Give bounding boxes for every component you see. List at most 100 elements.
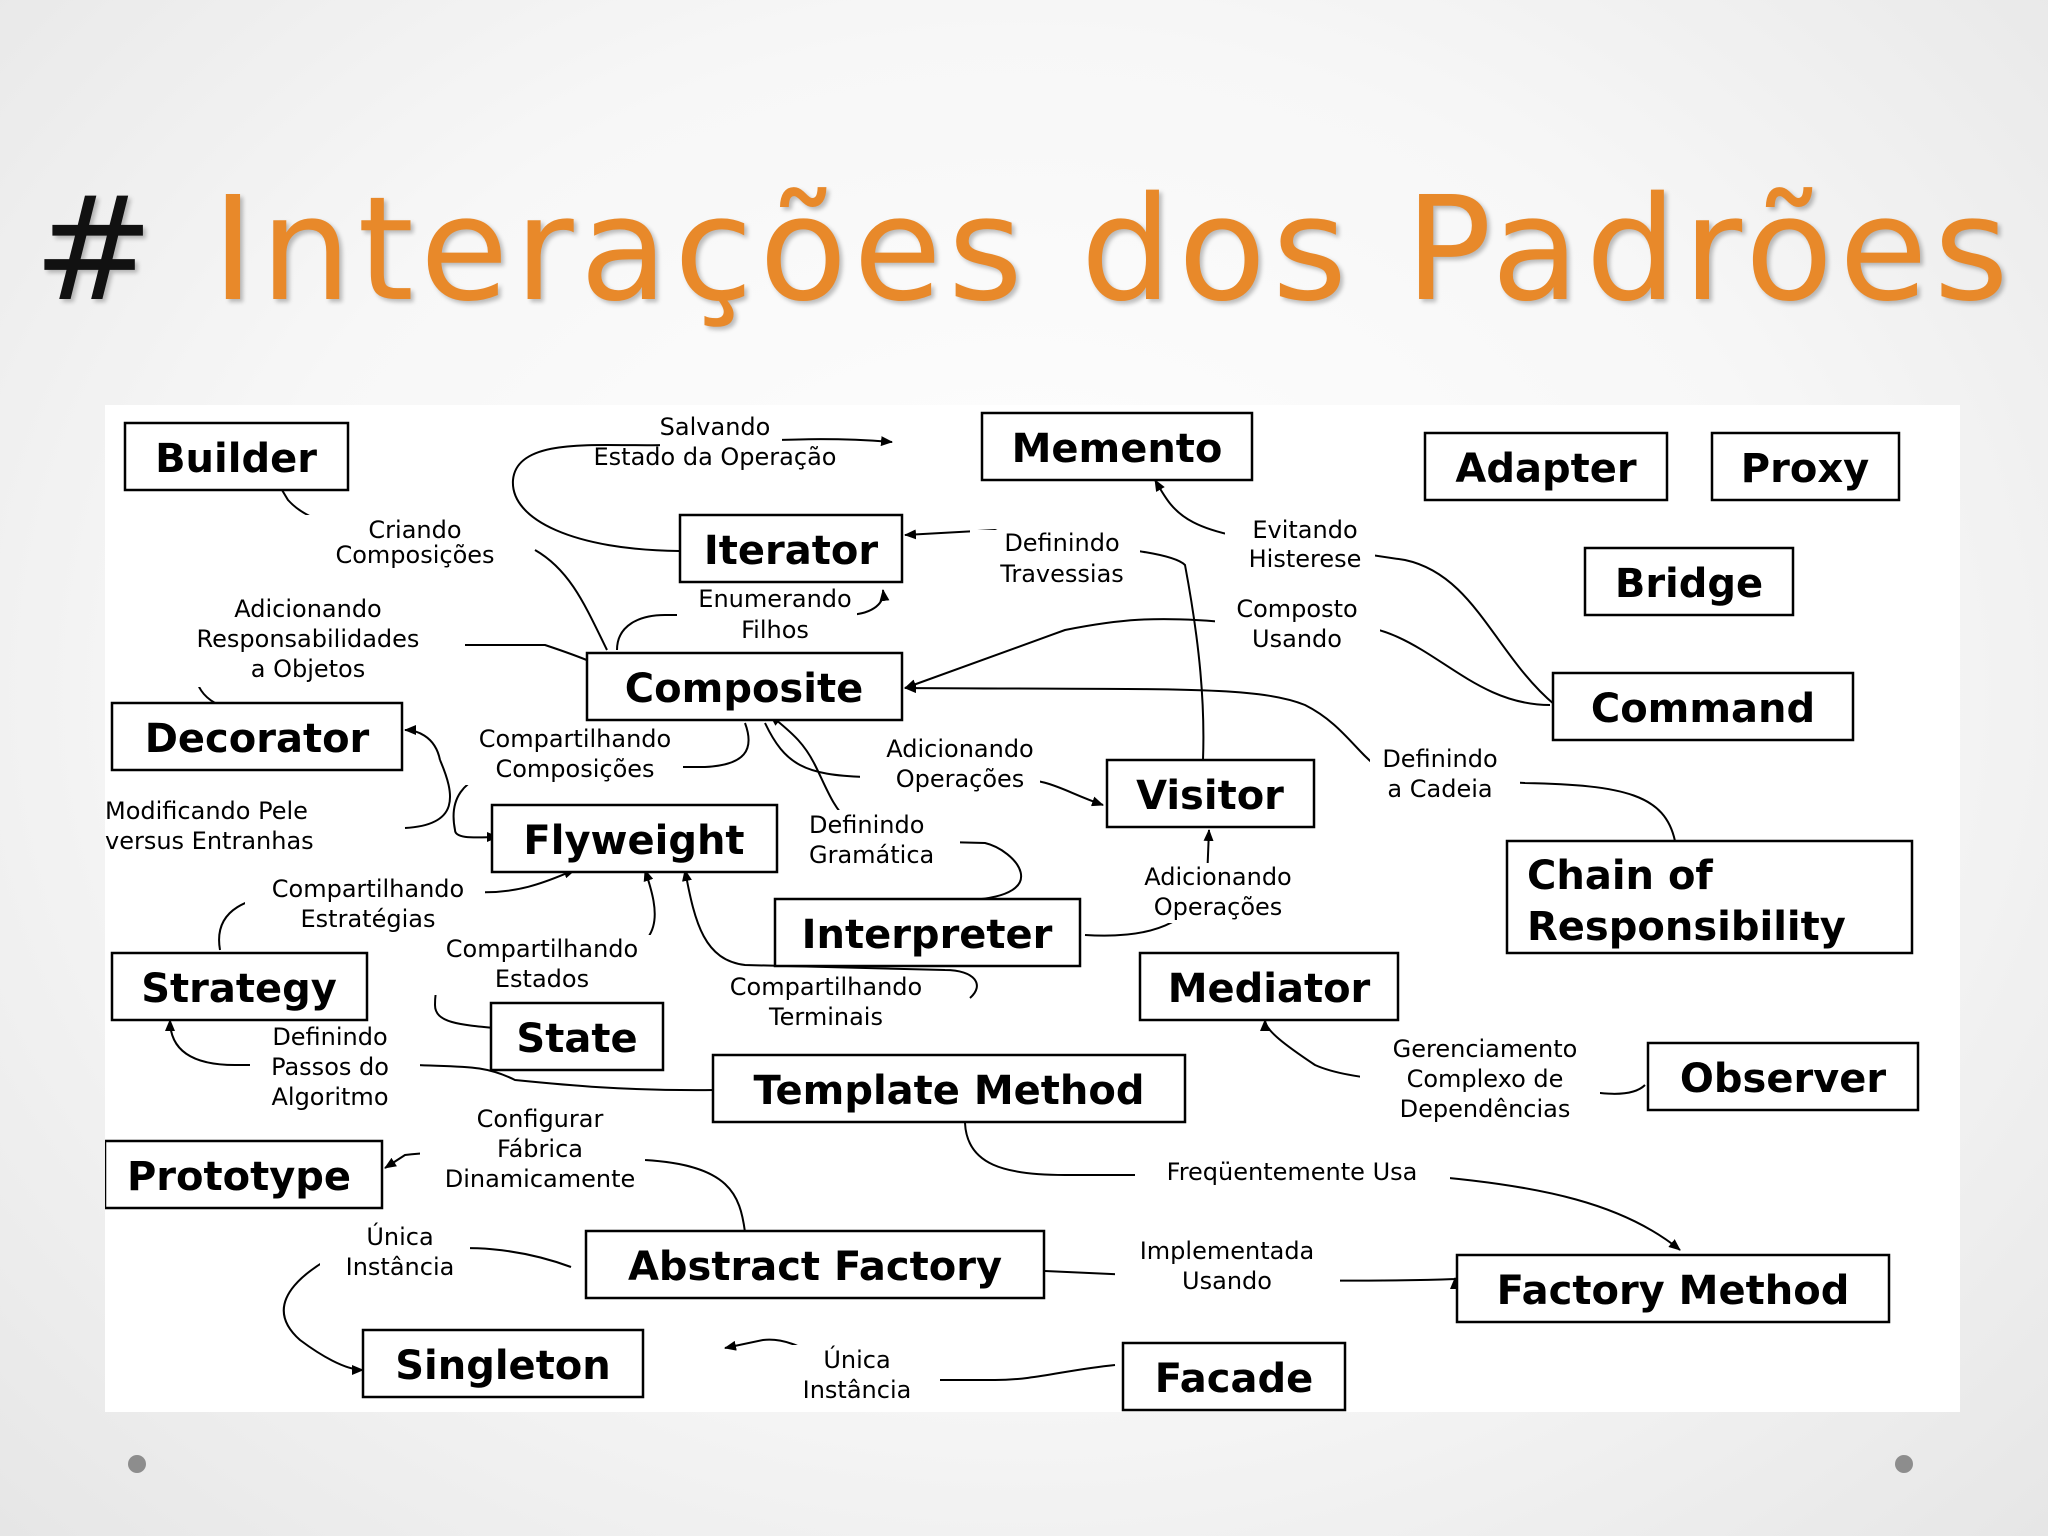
label-implementada-2: Usando xyxy=(1182,1267,1272,1295)
box-interpreter-label: Interpreter xyxy=(802,912,1053,958)
box-command-label: Command xyxy=(1591,686,1815,732)
label-gerenciamento-3: Dependências xyxy=(1400,1095,1571,1123)
box-chain-label-2: Responsibility xyxy=(1527,904,1846,950)
label-gerenciamento-2: Complexo de xyxy=(1407,1065,1564,1093)
box-proxy: Proxy xyxy=(1710,431,1901,502)
edge-iterator-memento xyxy=(511,436,893,552)
box-adapter: Adapter xyxy=(1423,431,1669,502)
edge-composite-iterator-enum xyxy=(616,589,890,651)
label-composto-1: Composto xyxy=(1236,595,1357,623)
label-definindo-trav-1: Definindo xyxy=(1004,529,1119,557)
slide-title: # Interações dos Padrões xyxy=(0,170,2048,328)
box-iterator-label: Iterator xyxy=(704,528,878,574)
edge-interpreter-flyweight xyxy=(682,869,978,999)
label-evitando-1: Evitando xyxy=(1252,516,1357,544)
box-facade-label: Facade xyxy=(1155,1356,1313,1402)
diagram-canvas: Salvando Estado da Operação Criando Comp… xyxy=(105,411,1920,1412)
label-compart-term-1: Compartilhando xyxy=(730,973,922,1001)
title-hash: # xyxy=(33,165,160,333)
label-modificando-1: Modificando Pele xyxy=(105,797,308,825)
edge-decorator-flyweight-modifying xyxy=(404,759,451,829)
label-definindo-cadeia-2: a Cadeia xyxy=(1387,775,1492,803)
label-gerenciamento-1: Gerenciamento xyxy=(1393,1035,1578,1063)
box-iterator: Iterator xyxy=(678,513,904,584)
label-configurar-2: Fábrica xyxy=(497,1135,583,1163)
box-state-label: State xyxy=(516,1016,637,1062)
label-adicionando-op2-2: Operações xyxy=(1154,893,1283,921)
box-builder: Builder xyxy=(123,421,350,492)
label-definindo-passos-2: Passos do xyxy=(271,1053,389,1081)
relation-labels: Salvando Estado da Operação Criando Comp… xyxy=(105,413,1600,1407)
edge-command-memento xyxy=(1154,479,1556,706)
box-bridge: Bridge xyxy=(1583,546,1795,617)
box-observer: Observer xyxy=(1646,1041,1920,1112)
box-flyweight: Flyweight xyxy=(490,803,779,874)
box-adapter-label: Adapter xyxy=(1455,446,1636,492)
box-observer-label: Observer xyxy=(1680,1056,1887,1102)
label-definindo-cadeia-1: Definindo xyxy=(1382,745,1497,773)
label-definindo-gram-1: Definindo xyxy=(809,811,924,839)
label-enumerando-1: Enumerando xyxy=(698,585,851,613)
box-visitor: Visitor xyxy=(1105,758,1316,829)
label-criando-1: Criando xyxy=(368,516,461,544)
label-definindo-trav-2: Travessias xyxy=(999,560,1124,588)
label-configurar-3: Dinamicamente xyxy=(445,1165,636,1193)
box-abstract-factory: Abstract Factory xyxy=(584,1229,1046,1300)
edge-composite-iterator xyxy=(534,549,608,651)
box-strategy: Strategy xyxy=(110,951,369,1022)
box-proxy-label: Proxy xyxy=(1741,446,1869,492)
label-adicionando-resp-1: Adicionando xyxy=(234,595,382,623)
label-frequentemente: Freqüentemente Usa xyxy=(1167,1158,1418,1186)
label-definindo-passos-3: Algoritmo xyxy=(271,1083,388,1111)
label-compart-term-2: Terminais xyxy=(768,1003,883,1031)
box-chain-of-responsibility: Chain of Responsibility xyxy=(1505,839,1914,955)
box-bridge-label: Bridge xyxy=(1615,561,1763,607)
box-memento: Memento xyxy=(980,411,1254,482)
box-prototype: Prototype xyxy=(105,1139,384,1210)
pattern-boxes: Builder Memento Adapter Proxy Iterator B… xyxy=(105,411,1920,1412)
box-factory-label: Factory Method xyxy=(1497,1268,1850,1314)
edge-abstract-singleton xyxy=(282,1247,572,1375)
label-unica2-1: Única xyxy=(823,1344,890,1374)
label-adicionando-op1-1: Adicionando xyxy=(886,735,1034,763)
bullet-dot-left xyxy=(128,1455,146,1473)
label-compart-estrat-1: Compartilhando xyxy=(272,875,464,903)
box-interpreter: Interpreter xyxy=(773,897,1082,968)
label-implementada-1: Implementada xyxy=(1140,1237,1315,1265)
box-composite-label: Composite xyxy=(625,666,863,712)
box-decorator-label: Decorator xyxy=(145,716,370,762)
label-unica1-2: Instância xyxy=(346,1253,455,1281)
box-factory-method: Factory Method xyxy=(1455,1253,1891,1324)
label-compart-comp-2: Composições xyxy=(495,755,654,783)
box-strategy-label: Strategy xyxy=(141,966,337,1012)
box-facade: Facade xyxy=(1121,1341,1347,1412)
label-compart-estrat-2: Estratégias xyxy=(301,905,436,933)
edge-template-strategy xyxy=(165,1019,716,1092)
label-compart-estados-1: Compartilhando xyxy=(446,935,638,963)
box-prototype-label: Prototype xyxy=(127,1154,351,1200)
box-visitor-label: Visitor xyxy=(1136,773,1284,819)
box-singleton-label: Singleton xyxy=(395,1343,611,1389)
title-text: Interações dos Padrões xyxy=(211,165,2015,333)
label-enumerando-2: Filhos xyxy=(741,616,809,644)
label-salvando-1: Salvando xyxy=(660,413,771,441)
label-evitando-2: Histerese xyxy=(1249,545,1362,573)
label-adicionando-op1-2: Operações xyxy=(896,765,1025,793)
label-adicionando-resp-2: Responsabilidades xyxy=(197,625,420,653)
box-abstract-label: Abstract Factory xyxy=(628,1244,1002,1290)
box-template-method: Template Method xyxy=(711,1053,1187,1124)
box-mediator-label: Mediator xyxy=(1168,966,1371,1012)
bullet-dot-right xyxy=(1895,1455,1913,1473)
edge-chain-composite xyxy=(904,683,1676,842)
box-composite: Composite xyxy=(585,651,904,722)
box-singleton: Singleton xyxy=(361,1328,645,1399)
label-compart-estados-2: Estados xyxy=(495,965,589,993)
label-compart-comp-1: Compartilhando xyxy=(479,725,671,753)
box-builder-label: Builder xyxy=(155,436,317,482)
label-adicionando-op2-1: Adicionando xyxy=(1144,863,1292,891)
label-criando-2: Composições xyxy=(335,541,494,569)
box-flyweight-label: Flyweight xyxy=(523,818,744,864)
label-unica1-1: Única xyxy=(366,1221,433,1251)
box-chain-label-1: Chain of xyxy=(1527,853,1713,899)
label-unica2-2: Instância xyxy=(803,1376,912,1404)
